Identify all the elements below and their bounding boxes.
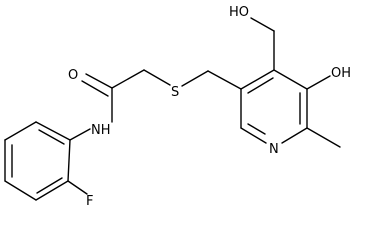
bond-lines: [4, 17, 341, 201]
atom-label-ring-n: N: [269, 142, 279, 157]
bond-phenyl-inner-1: [38, 129, 65, 145]
bond-carbonyl-1: [85, 73, 113, 89]
bond-ch2-s: [143, 69, 171, 86]
bond-pyr-1: [240, 69, 275, 90]
bond-pyr-2: [273, 69, 308, 90]
bond-phenyl-nh: [69, 128, 91, 141]
bond-ch2-pyridine: [207, 70, 242, 90]
bond-pyr-4: [281, 127, 308, 144]
bond-ring-oh: [306, 75, 331, 90]
atom-label-ring-oh: OH: [331, 66, 351, 81]
bond-phenyl-2: [35, 180, 69, 201]
atom-label-sulfur: S: [171, 85, 179, 100]
molecule-structure: HO OH O S NH N F: [4, 5, 351, 209]
atom-label-amide-nh: NH: [91, 123, 111, 138]
bond-c-f: [67, 180, 88, 195]
bond-s-ch2: [181, 70, 209, 87]
bond-phenyl-inner-3: [36, 177, 63, 194]
bond-carbonyl-ch2: [111, 69, 145, 89]
bond-phenyl-5: [4, 121, 37, 141]
bond-pyr-inner-3: [247, 123, 266, 135]
bond-phenyl-3: [4, 180, 37, 201]
atom-label-fluorine: F: [86, 194, 93, 209]
bond-phenyl-1: [67, 139, 71, 182]
bond-ring-methyl: [306, 127, 341, 148]
bond-pyr-inner-1: [247, 77, 274, 94]
bond-pyr-5: [240, 127, 267, 144]
atom-label-carbonyl-o: O: [68, 68, 78, 83]
atom-labels: HO OH O S NH N F: [68, 5, 351, 209]
bond-carbonyl-2: [81, 80, 109, 97]
bond-phenyl-6: [35, 121, 71, 141]
atom-label-ho: HO: [229, 5, 249, 20]
bond-ch2-ho: [250, 17, 275, 32]
